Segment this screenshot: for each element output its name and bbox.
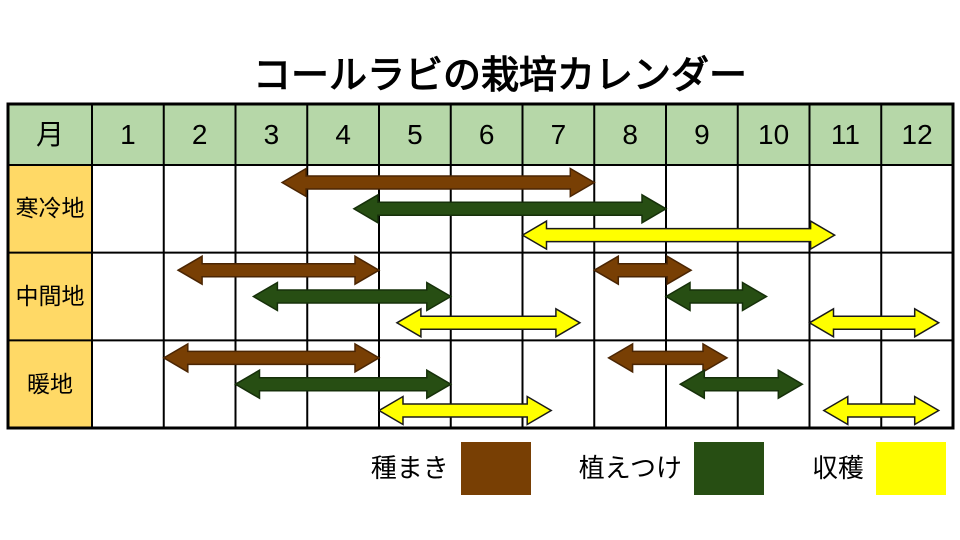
month-header-cell: 11 <box>830 118 860 150</box>
legend-swatch-harvest <box>876 441 946 495</box>
month-header-cell: 6 <box>478 118 495 150</box>
legend-swatch-sow <box>460 441 531 495</box>
harvest-arrow <box>822 395 941 426</box>
sow-arrow <box>162 342 381 374</box>
month-header-cell: 10 <box>758 118 790 150</box>
plant-arrow <box>352 193 668 225</box>
month-header-cell: 3 <box>263 118 280 150</box>
legend-label: 植えつけ <box>578 453 682 483</box>
plant-arrow <box>234 368 453 400</box>
region-row-label: 暖地 <box>27 370 73 397</box>
legend-swatch-plant <box>693 441 764 495</box>
legend-label: 種まき <box>370 453 449 483</box>
legend-item-plant: 植えつけ <box>578 441 764 495</box>
plant-arrow <box>678 368 804 400</box>
month-header-cell: 12 <box>901 118 933 150</box>
legend-item-sow: 種まき <box>370 441 531 495</box>
month-header-cell: 5 <box>407 118 423 150</box>
month-header-cell: 4 <box>335 118 351 150</box>
region-row-label: 中間地 <box>15 282 85 309</box>
sow-arrow <box>280 167 596 198</box>
harvest-arrow <box>377 395 553 426</box>
legend-label: 収穫 <box>811 453 864 483</box>
month-header-cell: 1 <box>120 118 136 150</box>
month-header-cell: 8 <box>622 118 638 150</box>
legend: 種まき 植えつけ 収穫 <box>0 438 946 498</box>
header-row-fill <box>8 104 953 165</box>
month-header-cell: 2 <box>191 118 208 150</box>
calendar-grid <box>6 102 955 430</box>
month-header-cell: 7 <box>550 118 567 150</box>
sow-arrow <box>592 254 693 286</box>
corner-cell-month: 月 <box>35 118 64 150</box>
region-column-fill <box>8 165 92 428</box>
page-title: コールラビの栽培カレンダー <box>252 55 747 97</box>
sow-arrow <box>176 254 381 286</box>
table-outer-border <box>6 102 955 430</box>
region-row-label: 寒冷地 <box>15 195 85 222</box>
harvest-arrow <box>395 307 582 339</box>
harvest-arrow <box>521 219 837 251</box>
plant-arrow <box>664 281 768 312</box>
legend-item-harvest: 収穫 <box>811 441 946 495</box>
harvest-arrow <box>808 307 941 339</box>
month-header-cell: 9 <box>694 118 710 150</box>
plant-arrow <box>251 281 453 312</box>
sow-arrow <box>607 342 729 374</box>
